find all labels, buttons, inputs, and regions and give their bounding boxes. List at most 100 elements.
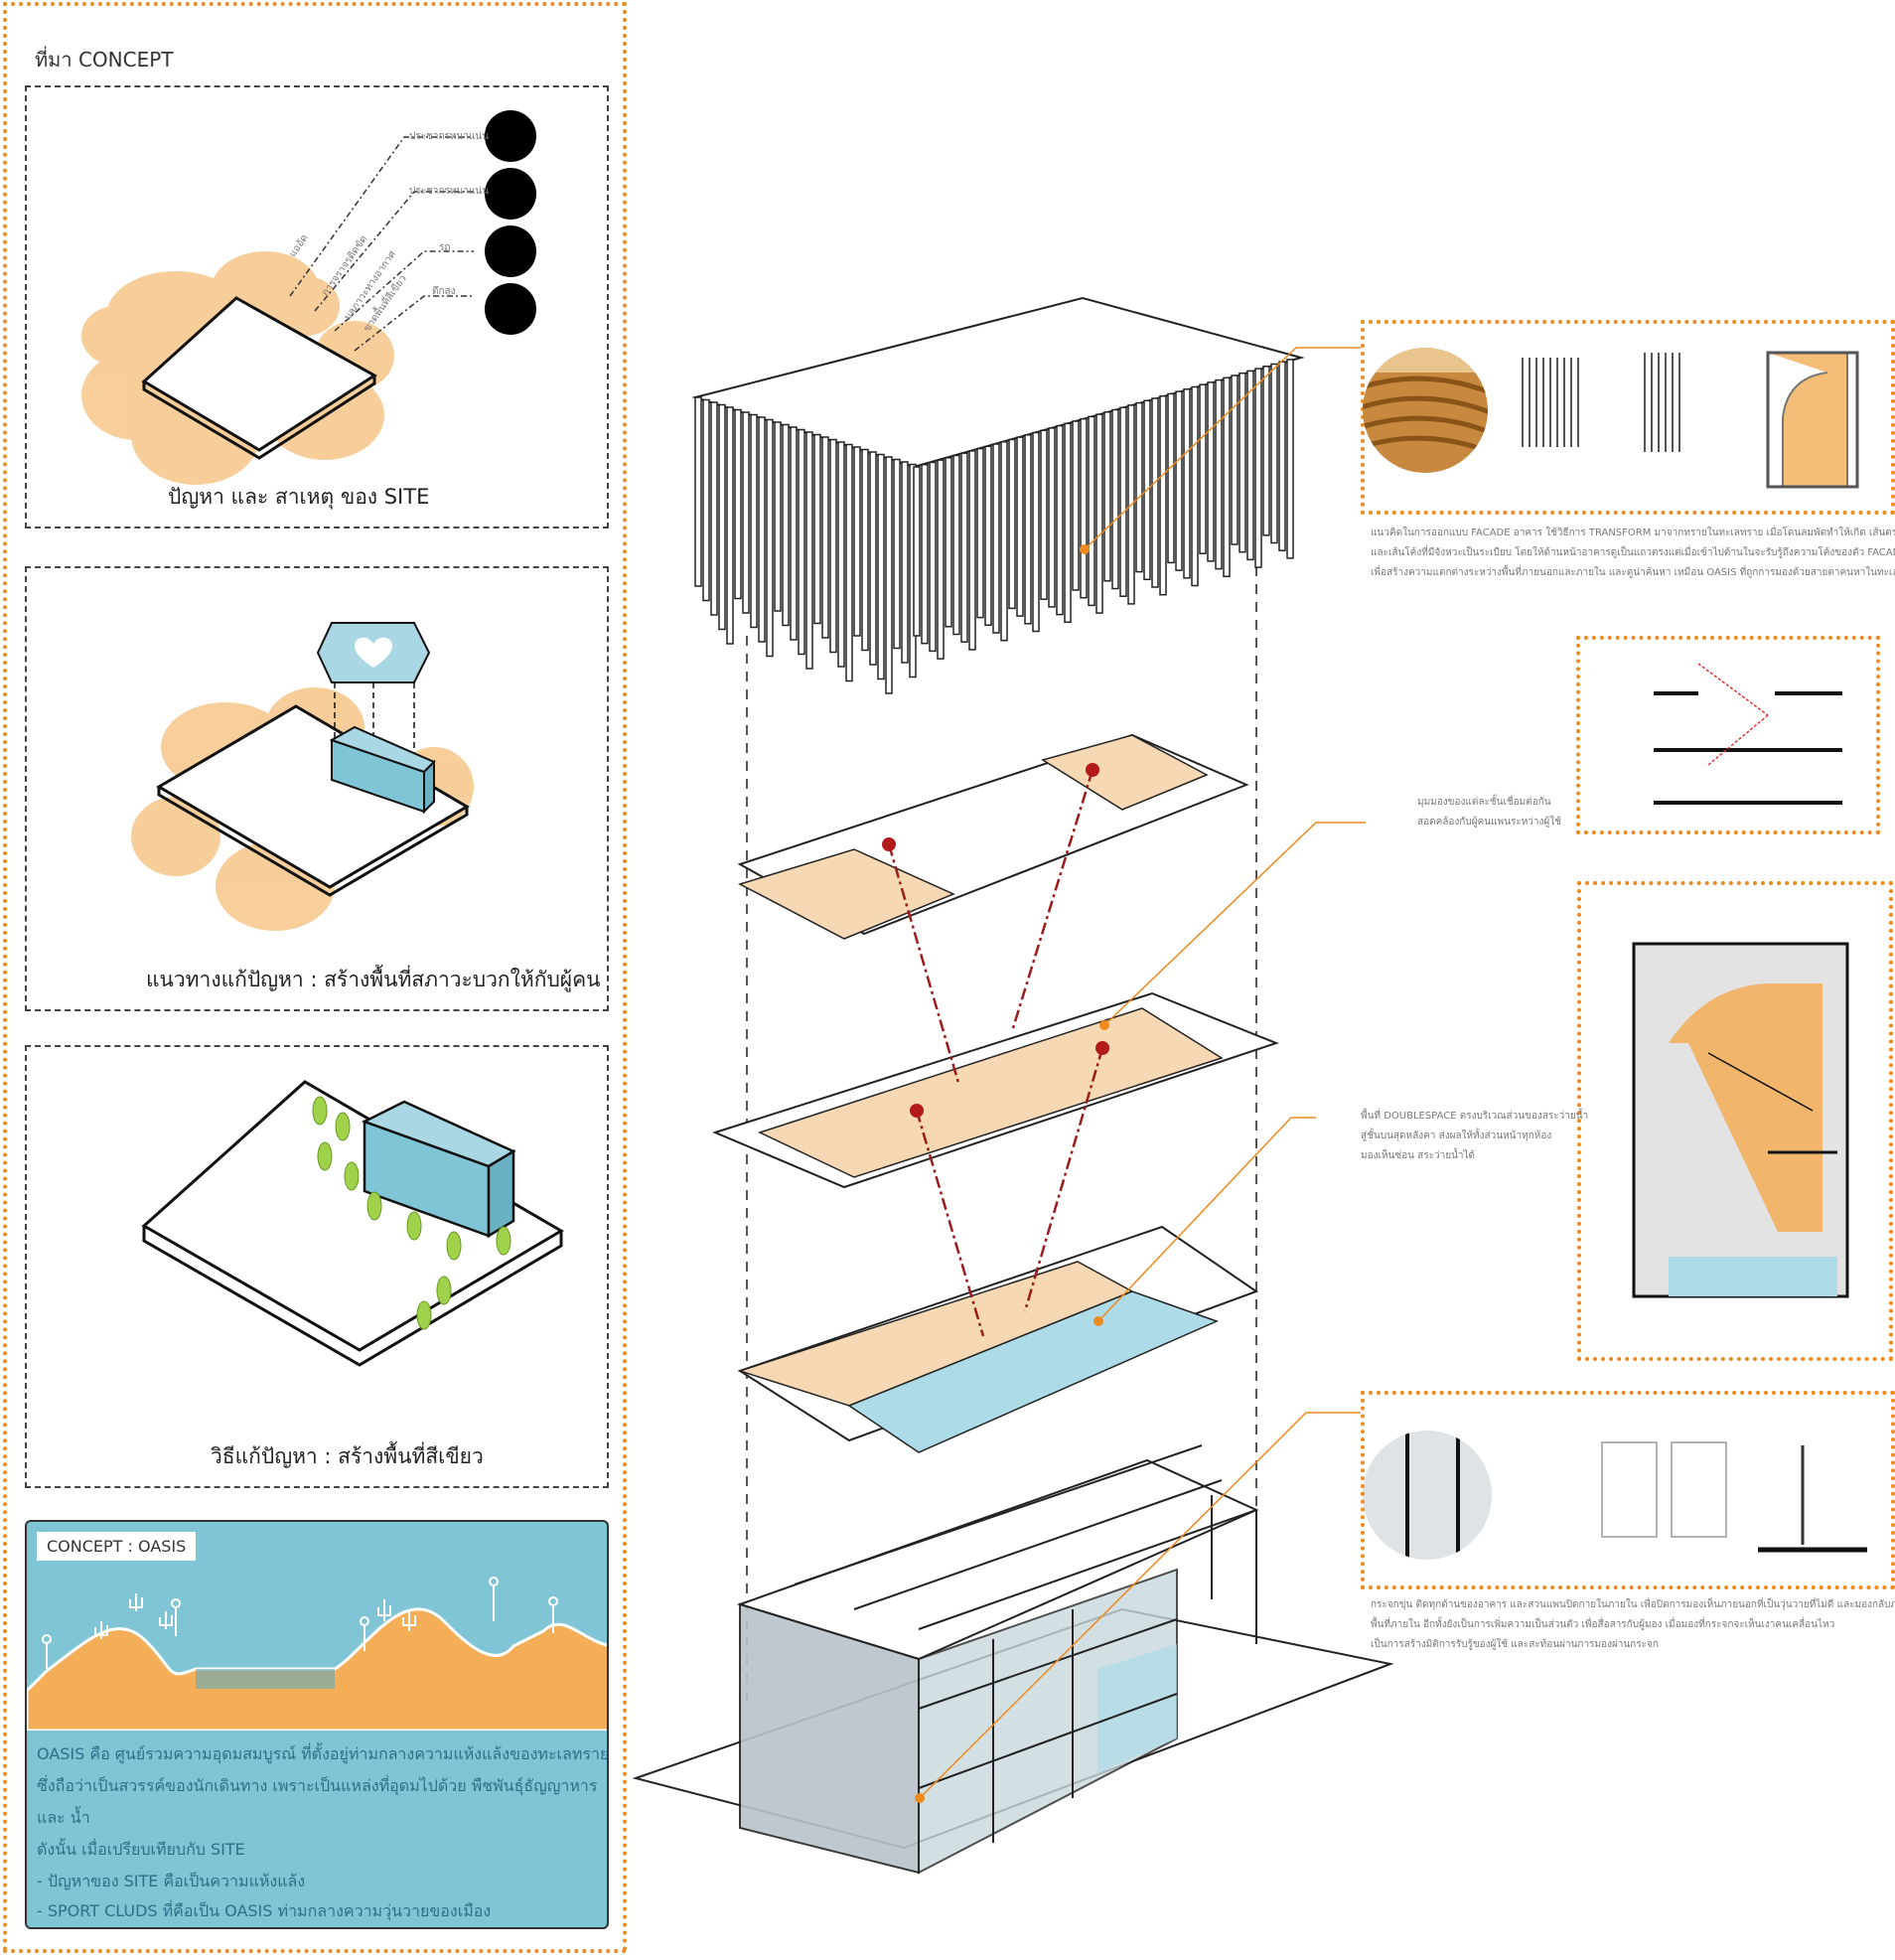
glass-note-2: พื้นที่ภายใน อีกทั้งยังเป็นการเพิ่มความเ… bbox=[1371, 1619, 1835, 1630]
glass-detail-box bbox=[1361, 1391, 1895, 1589]
facade-fin bbox=[1095, 413, 1103, 614]
problem-dot-2 bbox=[485, 168, 536, 220]
facade-fin bbox=[821, 436, 829, 639]
facade-fin bbox=[1151, 397, 1159, 588]
facade-fin bbox=[845, 443, 853, 682]
double-note-2: สู่ชั้นบนสุดหลังคา ส่งผลให้ทั้งส่วนหน้าท… bbox=[1361, 1131, 1552, 1141]
facade-fin bbox=[1207, 381, 1215, 562]
facade-note-3: เพื่อสร้างความแตกต่างระหว่างพื้นที่ภายนอ… bbox=[1371, 567, 1895, 578]
facade-fin bbox=[1231, 375, 1239, 545]
structure-base bbox=[632, 1444, 1394, 1875]
problem-dot-1 bbox=[485, 110, 536, 162]
facade-fin bbox=[1048, 427, 1056, 608]
facade-fin bbox=[1024, 434, 1032, 625]
facade-fin bbox=[992, 443, 1000, 634]
facade-fin bbox=[1080, 417, 1088, 599]
panel1-caption: ปัญหา และ สาเหตุ ของ SITE bbox=[168, 485, 430, 509]
facade-fin bbox=[1056, 424, 1064, 616]
facade-fin bbox=[1111, 408, 1119, 590]
facade-fin bbox=[1167, 392, 1175, 564]
view-note-1: มุมมองของแต่ละชั้นเชื่อมต่อกัน bbox=[1417, 797, 1551, 808]
concept-outer-frame bbox=[3, 2, 627, 1953]
facade-fin bbox=[1000, 440, 1008, 642]
facade-fin bbox=[861, 448, 869, 652]
label-crowd-1: ประชากรหนาแน่น bbox=[409, 131, 490, 142]
facade-fin bbox=[718, 403, 726, 631]
oasis-line-4: ดังนั้น เมื่อเปรียบเทียบกับ SITE bbox=[37, 1840, 245, 1859]
facade-fin bbox=[1278, 361, 1286, 551]
facade-fin bbox=[766, 418, 774, 658]
pool bbox=[847, 1290, 1220, 1453]
site-problem-panel: ประชากรหนาแน่น ประชากรหนาแน่น รถ ตึกสูง … bbox=[25, 85, 609, 528]
facade-fin bbox=[790, 426, 798, 641]
oasis-concept-panel: CONCEPT : OASIS OASIS คือ ศูนย์รวมความอุ… bbox=[25, 1520, 609, 1929]
facade-fin bbox=[1032, 431, 1040, 633]
facade-fin bbox=[1286, 359, 1294, 559]
facade-fin bbox=[1270, 363, 1278, 544]
facade-fin bbox=[1119, 406, 1127, 597]
solution-approach-panel: แนวทางแก้ปัญหา : สร้างพื้นที่สภาวะบวกให้… bbox=[25, 566, 609, 1011]
view-note-2: สอดคล้องกับผู้คนแพนระหว่างผู้ใช้ bbox=[1417, 817, 1561, 828]
oasis-line-2: ซึ่งถือว่าเป็นสวรรค์ของนักเดินทาง เพราะเ… bbox=[37, 1776, 598, 1795]
oasis-line-3: และ น้ำ bbox=[37, 1808, 90, 1827]
facade-fin bbox=[758, 416, 766, 643]
double-space-detail-box bbox=[1577, 881, 1893, 1361]
lower-floor-plate bbox=[737, 1225, 1259, 1453]
middle-floor-plate bbox=[712, 991, 1279, 1189]
facade-fin bbox=[1159, 394, 1167, 596]
circulation-paths bbox=[887, 769, 1104, 1337]
double-note-3: มองเห็นซ่อน สระว่ายน้ำได้ bbox=[1361, 1150, 1476, 1161]
facade-fin bbox=[1199, 383, 1207, 554]
facade-fin bbox=[976, 447, 984, 619]
problem-dot-4 bbox=[485, 283, 536, 335]
panel2-caption: แนวทางแก้ปัญหา : สร้างพื้นที่สภาวะบวกให้… bbox=[146, 968, 601, 991]
facade-fin bbox=[1008, 438, 1016, 610]
facade-fin bbox=[1072, 420, 1080, 591]
facade-fin bbox=[829, 438, 837, 654]
facade-fin bbox=[1127, 404, 1135, 605]
double-note-1: พื้นที่ DOUBLESPACE ตรงบริเวณส่วนของสระว… bbox=[1361, 1111, 1589, 1122]
facade-fin bbox=[734, 408, 742, 600]
facade-fin bbox=[909, 463, 917, 678]
facade-fin bbox=[1215, 378, 1223, 570]
facade-fin bbox=[984, 445, 992, 627]
facade-fin bbox=[1262, 366, 1270, 536]
facade-fin bbox=[1175, 390, 1183, 571]
facade-fin bbox=[813, 433, 821, 625]
facade-fin bbox=[1183, 388, 1191, 579]
facade-fin bbox=[945, 457, 952, 628]
facade-fin bbox=[869, 451, 877, 666]
facade-fin bbox=[1103, 411, 1111, 582]
facade-fin bbox=[1143, 399, 1151, 581]
leader-lines bbox=[919, 347, 1366, 1799]
facade-fin bbox=[750, 413, 758, 629]
facade-layer bbox=[691, 296, 1305, 694]
facade-fin bbox=[805, 431, 813, 670]
upper-floor-plate bbox=[737, 733, 1249, 940]
oasis-line-6: - SPORT CLUDS ที่คือเป็น OASIS ท่ามกลางค… bbox=[37, 1901, 492, 1920]
solution-approach-diagram bbox=[131, 622, 474, 931]
facade-fin bbox=[782, 423, 790, 627]
facade-fin bbox=[1254, 368, 1262, 568]
green-space-diagram bbox=[141, 1080, 564, 1367]
facade-fin bbox=[1135, 401, 1143, 573]
facade-fin bbox=[885, 456, 893, 694]
solution-method-panel: วิธีแก้ปัญหา : สร้างพื้นที่สีเขียว bbox=[25, 1045, 609, 1488]
glass-note-1: กระจกขุ่น ติดทุกด้านของอาคาร และสวนแพนปิ… bbox=[1371, 1599, 1895, 1610]
facade-detail-box bbox=[1361, 320, 1895, 515]
concept-heading: ที่มา CONCEPT bbox=[35, 48, 174, 72]
facade-fin bbox=[1239, 372, 1246, 553]
facade-fin bbox=[913, 466, 921, 637]
facade-fin bbox=[726, 406, 734, 645]
facade-fin bbox=[893, 458, 901, 650]
facade-fin bbox=[853, 446, 861, 637]
facade-note-1: แนวคิดในการออกแบบ FACADE อาคาร ใช้วิธีกา… bbox=[1371, 528, 1895, 538]
facade-fin bbox=[921, 463, 929, 645]
oasis-landscape bbox=[27, 1577, 607, 1731]
facade-fin bbox=[952, 454, 960, 636]
label-crowd-2: ประชากรหนาแน่น bbox=[409, 186, 490, 197]
facade-fin bbox=[837, 441, 845, 668]
facade-fin bbox=[877, 453, 885, 680]
oasis-line-1: OASIS คือ ศูนย์รวมความอุดมสมบูรณ์ ที่ตั้… bbox=[37, 1744, 609, 1763]
facade-fin bbox=[798, 428, 805, 656]
